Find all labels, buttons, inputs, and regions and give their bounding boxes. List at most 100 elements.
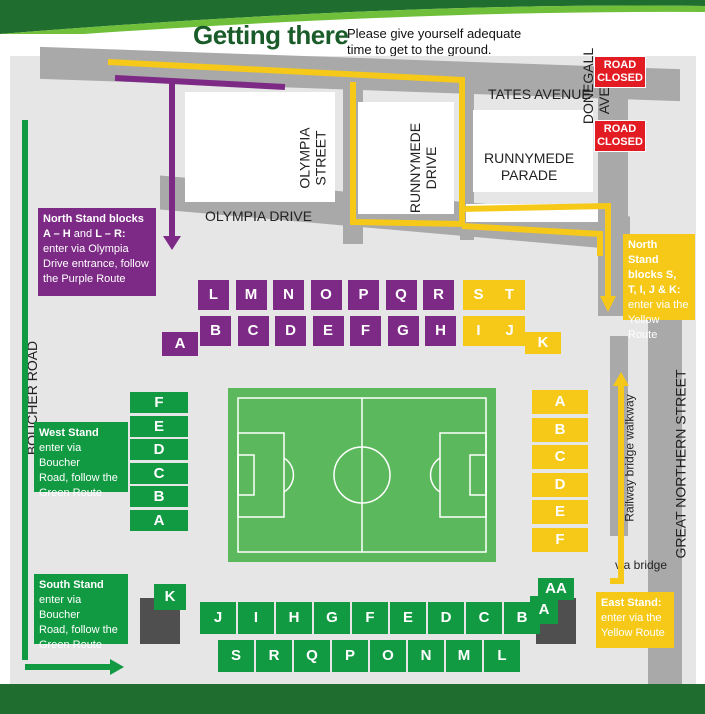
north-purple-info-box: North Stand blocks A – H and L – R: ente…: [38, 208, 156, 296]
south-block-aa: AA: [538, 578, 574, 600]
road-closed-line-2b: CLOSED: [597, 136, 643, 148]
east-line-3: Yellow Route: [601, 627, 665, 639]
south-title: South Stand: [39, 579, 104, 591]
north-purple-range-1: A – H: [43, 228, 71, 240]
page-subtitle: Please give yourself adequate time to ge…: [347, 26, 547, 58]
north-block-g: G: [387, 316, 419, 346]
west-block-d: D: [130, 439, 188, 460]
subtitle-line-1: Please give yourself adequate: [347, 26, 522, 41]
north-block-n: N: [273, 280, 304, 310]
north-yellow-line-3: T, I, J & K:: [628, 284, 681, 296]
east-block-a: A: [532, 390, 588, 414]
stadium-map: TATES AVENUE OLYMPIA DRIVE RUNNYMEDE PAR…: [8, 46, 696, 684]
east-info-box: East Stand: enter via the Yellow Route: [596, 592, 674, 648]
west-block-f: F: [130, 392, 188, 413]
tates-avenue-label: TATES AVENUE: [488, 86, 591, 102]
west-line-3: Road, follow the: [39, 472, 118, 484]
north-block-k: K: [525, 332, 561, 354]
north-block-l: L: [198, 280, 229, 310]
south-line-4: Green Route: [39, 639, 102, 651]
south-block-m: M: [446, 640, 482, 672]
south-block-l: L: [484, 640, 520, 672]
subtitle-line-2: time to get to the ground.: [347, 42, 492, 57]
south-block-s: S: [218, 640, 254, 672]
east-line-2: enter via the: [601, 612, 662, 624]
north-purple-and: and: [70, 228, 96, 240]
south-block-n: N: [408, 640, 444, 672]
runnymede-drive-block: [358, 102, 454, 214]
north-block-t: T: [494, 280, 525, 310]
north-block-m: M: [235, 280, 267, 310]
football-pitch: [228, 388, 496, 562]
north-block-j: J: [494, 316, 525, 346]
south-line-2: enter via Boucher: [39, 594, 82, 621]
south-info-box: South Stand enter via Boucher Road, foll…: [34, 574, 128, 651]
routes-overlay: [22, 59, 629, 675]
south-block-d: D: [428, 602, 464, 634]
north-purple-range-2: L – R:: [95, 228, 126, 240]
north-block-p: P: [348, 280, 379, 310]
north-yellow-line-2: blocks S,: [628, 269, 677, 281]
north-purple-line-4: Drive entrance, follow: [43, 258, 149, 270]
east-block-c: C: [532, 445, 588, 469]
east-block-f: F: [532, 527, 588, 552]
west-block-c: C: [130, 462, 188, 484]
footer-band: [0, 684, 705, 714]
east-block-d: D: [532, 472, 588, 497]
road-closed-line-1: ROAD: [603, 59, 637, 71]
north-yellow-line-1: North Stand: [628, 239, 659, 266]
runnymede-parade-line-1: RUNNYMEDE: [484, 150, 575, 166]
page-title: Getting there: [193, 20, 349, 50]
south-block-i: I: [238, 602, 274, 634]
north-block-b: B: [200, 316, 231, 346]
south-block-h: H: [276, 602, 312, 634]
south-block-p: P: [332, 640, 368, 672]
west-line-2: enter via Boucher: [39, 442, 82, 469]
south-block-q: Q: [294, 640, 330, 672]
west-info-box: West Stand enter via Boucher Road, follo…: [34, 422, 128, 499]
north-block-i: I: [463, 316, 494, 346]
road-closed-line-2: CLOSED: [597, 72, 643, 84]
road-closed-line-1b: ROAD: [603, 123, 637, 135]
north-purple-line-5: the Purple Route: [43, 273, 126, 285]
north-block-f: F: [350, 316, 381, 346]
runnymede-parade-line-2: PARADE: [500, 167, 558, 183]
via-bridge-label: via bridge: [615, 558, 668, 572]
south-block-o: O: [370, 640, 406, 672]
south-block-e: E: [390, 602, 426, 634]
west-title: West Stand: [39, 427, 99, 439]
north-purple-title: North Stand blocks: [43, 213, 144, 225]
east-block-b: B: [532, 417, 588, 442]
west-line-4: Green Route: [39, 487, 102, 499]
south-block-c: C: [466, 602, 502, 634]
south-block-a-small: A: [530, 596, 558, 624]
south-block-k: K: [154, 584, 186, 610]
north-block-d: D: [275, 316, 306, 346]
north-block-q: Q: [385, 280, 417, 310]
north-yellow-line-5: Yellow Route: [628, 314, 660, 341]
north-block-h: H: [425, 316, 456, 346]
south-block-g: G: [314, 602, 350, 634]
west-block-a: A: [130, 509, 188, 531]
south-block-r: R: [256, 640, 292, 672]
header-swoosh: [0, 0, 705, 34]
east-block-e: E: [532, 500, 588, 524]
north-block-s: S: [463, 280, 494, 310]
south-line-3: Road, follow the: [39, 624, 118, 636]
north-block-c: C: [237, 316, 269, 346]
runnymede-parade-label: RUNNYMEDE PARADE: [484, 150, 574, 184]
north-block-a: A: [162, 332, 198, 356]
north-yellow-line-4: enter via the: [628, 299, 689, 311]
runnymede-parade-block: [473, 110, 593, 192]
south-block-f: F: [352, 602, 388, 634]
olympia-block: [185, 92, 335, 202]
west-block-e: E: [130, 415, 188, 437]
north-block-r: R: [423, 280, 454, 310]
road-closed-sign-bottom: ROAD CLOSED: [594, 120, 646, 152]
east-title: East Stand:: [601, 597, 662, 609]
north-purple-line-3: enter via Olympia: [43, 243, 129, 255]
north-block-o: O: [310, 280, 342, 310]
north-block-e: E: [312, 316, 344, 346]
west-block-b: B: [130, 486, 188, 507]
south-block-j: J: [200, 602, 236, 634]
